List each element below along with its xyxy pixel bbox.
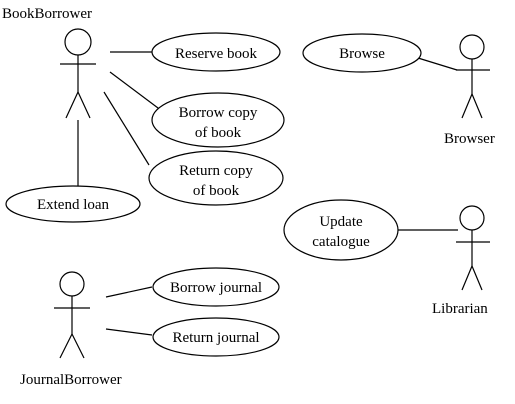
use-case-label: Return journal: [172, 330, 259, 346]
actor-book-borrower: BookBorrower: [2, 6, 96, 119]
use-case-label: Borrow copy: [179, 105, 258, 121]
use-case-label: Reserve book: [175, 46, 258, 62]
use-case-label: Borrow journal: [170, 280, 262, 296]
associations: [77, 51, 458, 336]
use-case-label: Browse: [339, 46, 385, 62]
use-case-return-copy-of-book: Return copy of book: [148, 150, 284, 206]
actor-librarian: Librarian: [432, 205, 490, 317]
assoc-borrow-copy: [109, 71, 163, 112]
use-case-label: catalogue: [312, 234, 370, 250]
actor-label-journal-borrower: JournalBorrower: [20, 372, 122, 388]
actor-browser: Browser: [444, 34, 495, 147]
use-case-label: Return copy: [179, 163, 253, 179]
assoc-return-copy: [103, 91, 150, 166]
assoc-return-journal: [105, 328, 153, 336]
actor-label-browser: Browser: [444, 131, 495, 147]
use-case-update-catalogue: Update catalogue: [283, 199, 399, 261]
actor-label-book-borrower: BookBorrower: [2, 6, 92, 22]
use-case-browse: Browse: [302, 33, 422, 73]
assoc-borrow-journal: [105, 286, 153, 298]
use-case-extend-loan: Extend loan: [5, 185, 141, 223]
use-case-label: of book: [195, 125, 242, 141]
assoc-browse: [417, 57, 458, 71]
use-case-reserve-book: Reserve book: [151, 32, 281, 72]
actor-label-librarian: Librarian: [432, 301, 488, 317]
use-case-borrow-journal: Borrow journal: [152, 267, 280, 307]
actor-journal-borrower: JournalBorrower: [20, 271, 122, 388]
use-case-label: Extend loan: [37, 197, 110, 213]
use-case-borrow-copy-of-book: Borrow copy of book: [151, 92, 285, 148]
use-case-label: of book: [193, 183, 240, 199]
use-case-label: Update: [319, 214, 363, 230]
use-case-return-journal: Return journal: [152, 317, 280, 357]
